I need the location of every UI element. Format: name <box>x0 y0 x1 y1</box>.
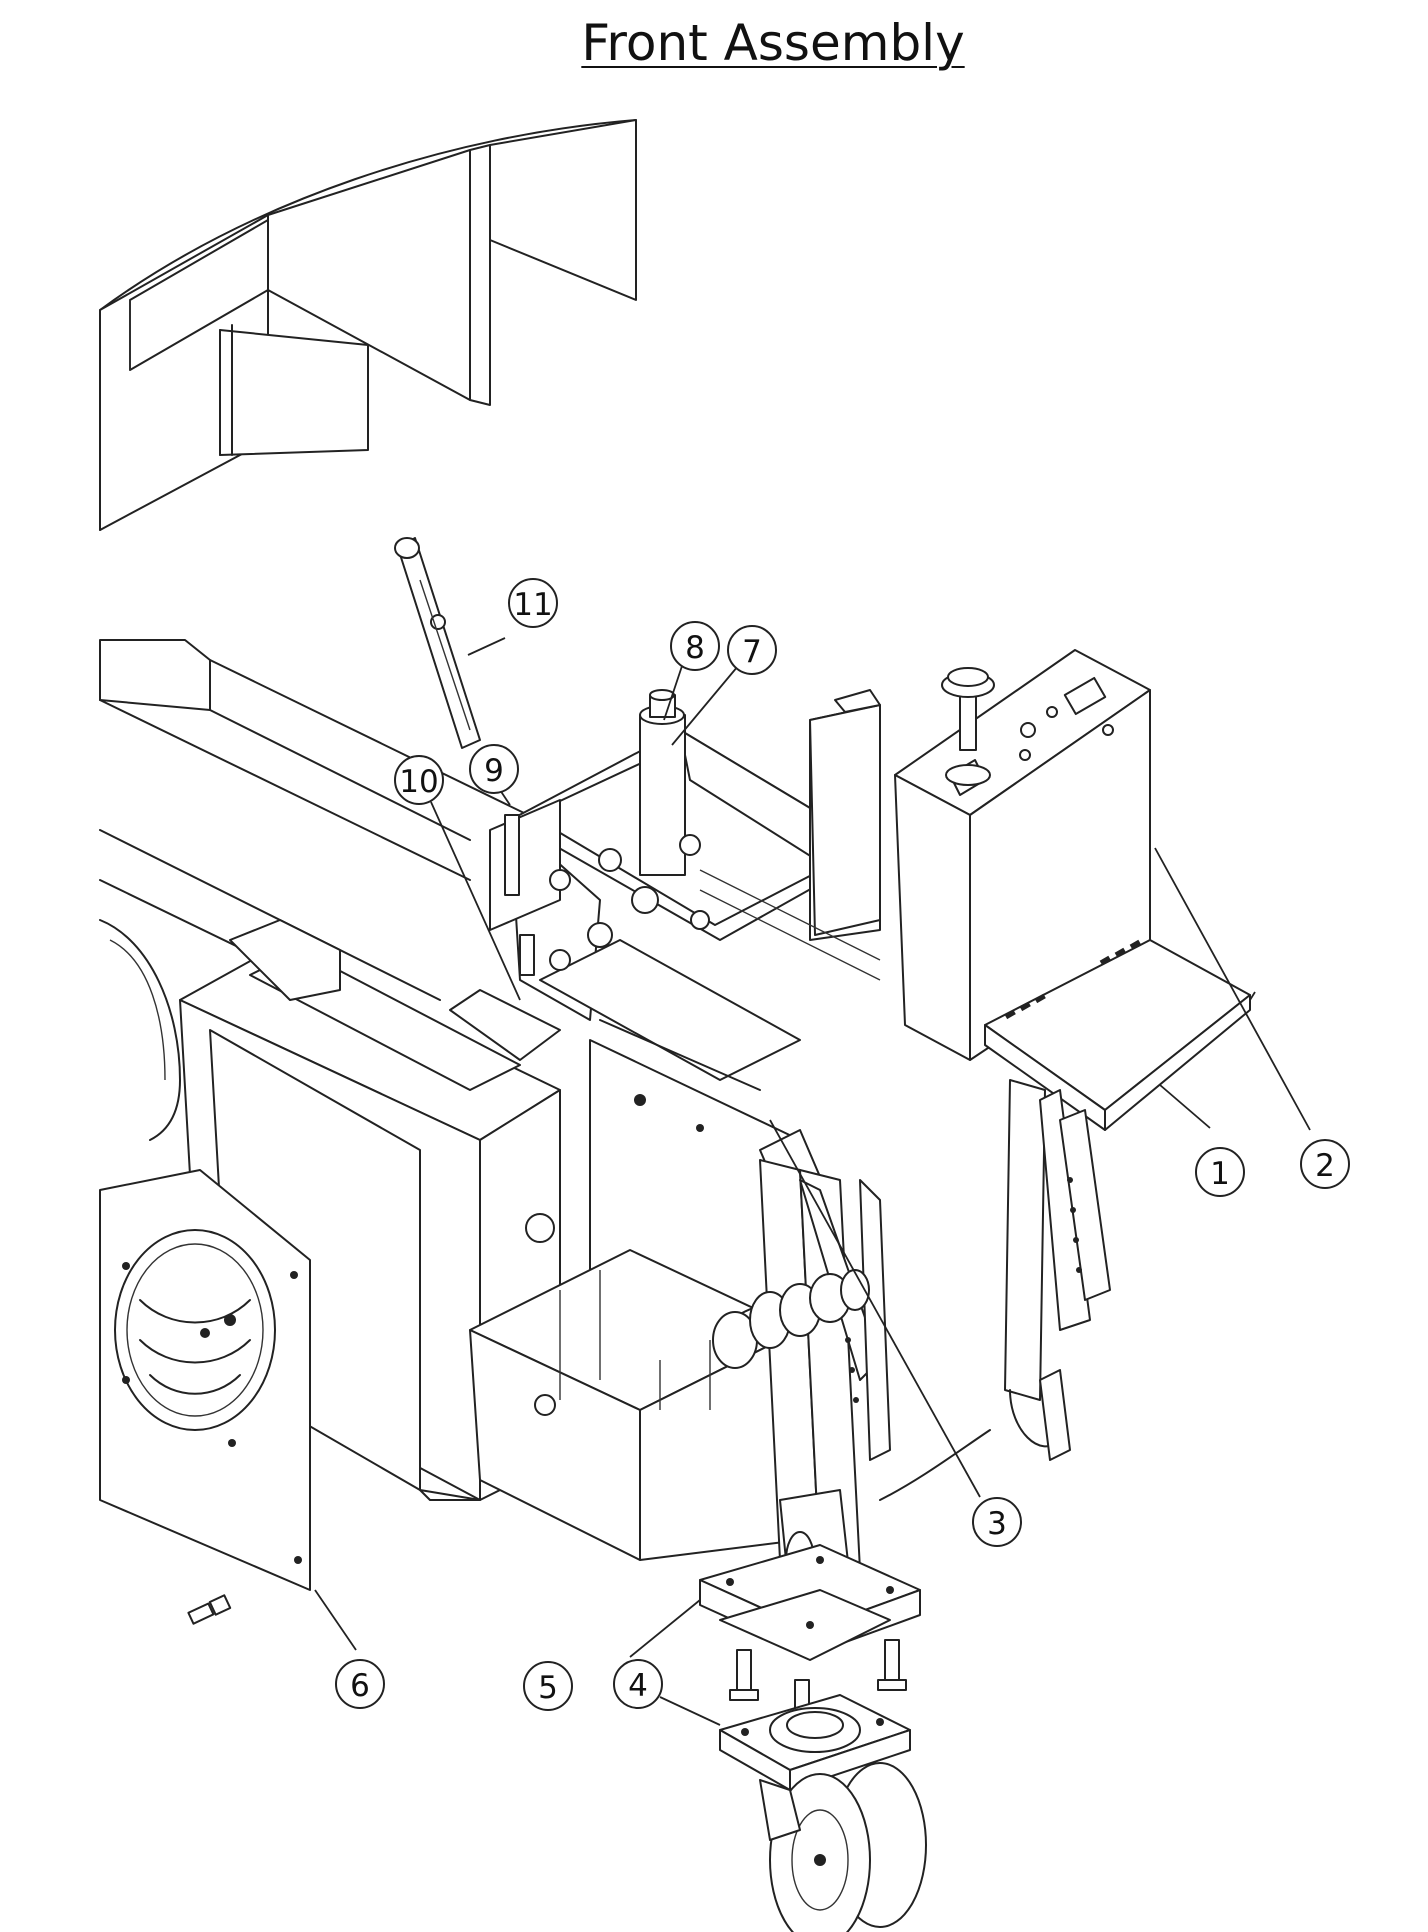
callout-label-7: 7 <box>742 634 762 670</box>
callout-5: 5 <box>523 1661 573 1711</box>
control-box <box>894 649 1251 1461</box>
callout-11: 11 <box>508 578 558 628</box>
loose-screws <box>187 1594 232 1625</box>
callout-label-4: 4 <box>628 1668 648 1704</box>
upper-panel-assembly <box>99 119 637 531</box>
callout-label-6: 6 <box>350 1668 370 1704</box>
callout-6: 6 <box>335 1659 385 1709</box>
callout-label-8: 8 <box>685 630 705 666</box>
caster-wheel <box>759 1762 927 1932</box>
control-box-screws <box>1004 939 1141 1020</box>
callout-label-5: 5 <box>538 1670 558 1706</box>
callout-label-11: 11 <box>513 587 552 623</box>
callout-label-2: 2 <box>1315 1148 1335 1184</box>
callout-label-10: 10 <box>399 764 438 800</box>
back-frame-plate <box>699 689 881 981</box>
callout-4: 4 <box>613 1659 663 1709</box>
bolt-cluster <box>504 814 710 976</box>
callout-10: 10 <box>394 755 444 805</box>
callout-8: 8 <box>670 621 720 671</box>
callout-label-1: 1 <box>1210 1156 1230 1192</box>
callout-7: 7 <box>727 625 777 675</box>
handle-bar <box>394 537 481 749</box>
callout-1: 1 <box>1195 1147 1245 1197</box>
callout-2: 2 <box>1300 1139 1350 1189</box>
side-cover-plate <box>99 1169 311 1625</box>
callout-label-3: 3 <box>987 1506 1007 1542</box>
callout-3: 3 <box>972 1497 1022 1547</box>
callout-label-9: 9 <box>484 753 504 789</box>
leader-lines <box>314 637 1311 1726</box>
caster-assembly <box>699 1544 927 1932</box>
diagram-title: Front Assembly <box>581 14 965 72</box>
callout-9: 9 <box>469 744 519 794</box>
